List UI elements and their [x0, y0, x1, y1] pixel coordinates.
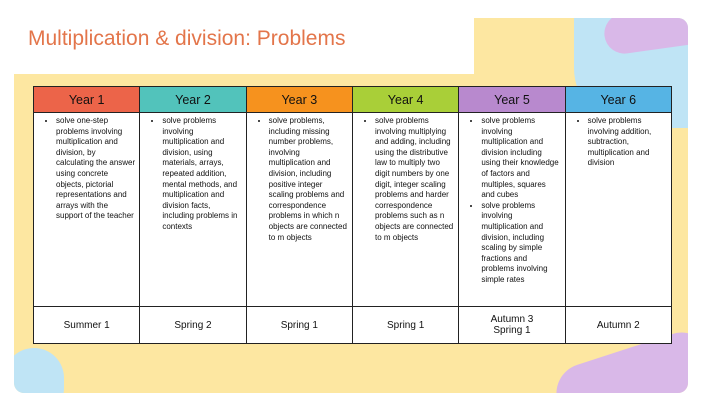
term-year-5: Autumn 3 Spring 1: [458, 306, 566, 344]
objectives-year-1: solve one-step problems involving multip…: [32, 112, 141, 307]
header-year-5: Year 5: [458, 86, 566, 113]
objective-item: solve problems involving multiplying and…: [375, 116, 454, 243]
slide-title: Multiplication & division: Problems: [28, 27, 346, 50]
objective-item: solve problems involving multiplication …: [481, 201, 560, 286]
term-year-2: Spring 2: [139, 306, 247, 344]
objective-item: solve problems, including missing number…: [269, 116, 348, 243]
decorative-shape: [14, 348, 64, 393]
objectives-year-2: solve problems involving multiplication …: [139, 112, 247, 307]
header-year-4: Year 4: [351, 86, 460, 113]
objective-item: solve problems involving multiplication …: [481, 116, 560, 201]
term-label: Summer 1: [63, 319, 110, 331]
objectives-year-4: solve problems involving multiplying and…: [351, 112, 460, 307]
header-year-3: Year 3: [245, 86, 353, 113]
objective-item: solve problems involving addition, subtr…: [588, 116, 667, 169]
terms-row: Summer 1 Spring 2 Spring 1 Spring 1 Autu…: [32, 306, 672, 344]
objectives-year-5: solve problems involving multiplication …: [458, 112, 566, 307]
header-year-6: Year 6: [564, 86, 672, 113]
term-label: Spring 1: [280, 319, 318, 331]
objectives-row: solve one-step problems involving multip…: [32, 112, 672, 307]
term-year-6: Autumn 2: [564, 306, 672, 344]
header-year-2: Year 2: [139, 86, 247, 113]
term-year-4: Spring 1: [351, 306, 460, 344]
objectives-year-3: solve problems, including missing number…: [245, 112, 353, 307]
objective-item: solve problems involving multiplication …: [162, 116, 241, 233]
objective-item: solve one-step problems involving multip…: [56, 116, 135, 222]
term-year-1: Summer 1: [32, 306, 141, 344]
curriculum-table: Year 1 Year 2 Year 3 Year 4 Year 5 Year …: [32, 86, 672, 344]
term-label: Autumn 3: [490, 314, 534, 325]
header-row: Year 1 Year 2 Year 3 Year 4 Year 5 Year …: [32, 86, 672, 113]
term-label: Autumn 2: [596, 319, 640, 331]
header-year-1: Year 1: [32, 86, 141, 113]
term-label: Spring 2: [174, 319, 212, 331]
term-year-3: Spring 1: [245, 306, 353, 344]
objectives-year-6: solve problems involving addition, subtr…: [564, 112, 672, 307]
term-label: Spring 1: [493, 325, 531, 336]
title-panel: [14, 18, 474, 74]
term-label: Spring 1: [387, 319, 425, 331]
